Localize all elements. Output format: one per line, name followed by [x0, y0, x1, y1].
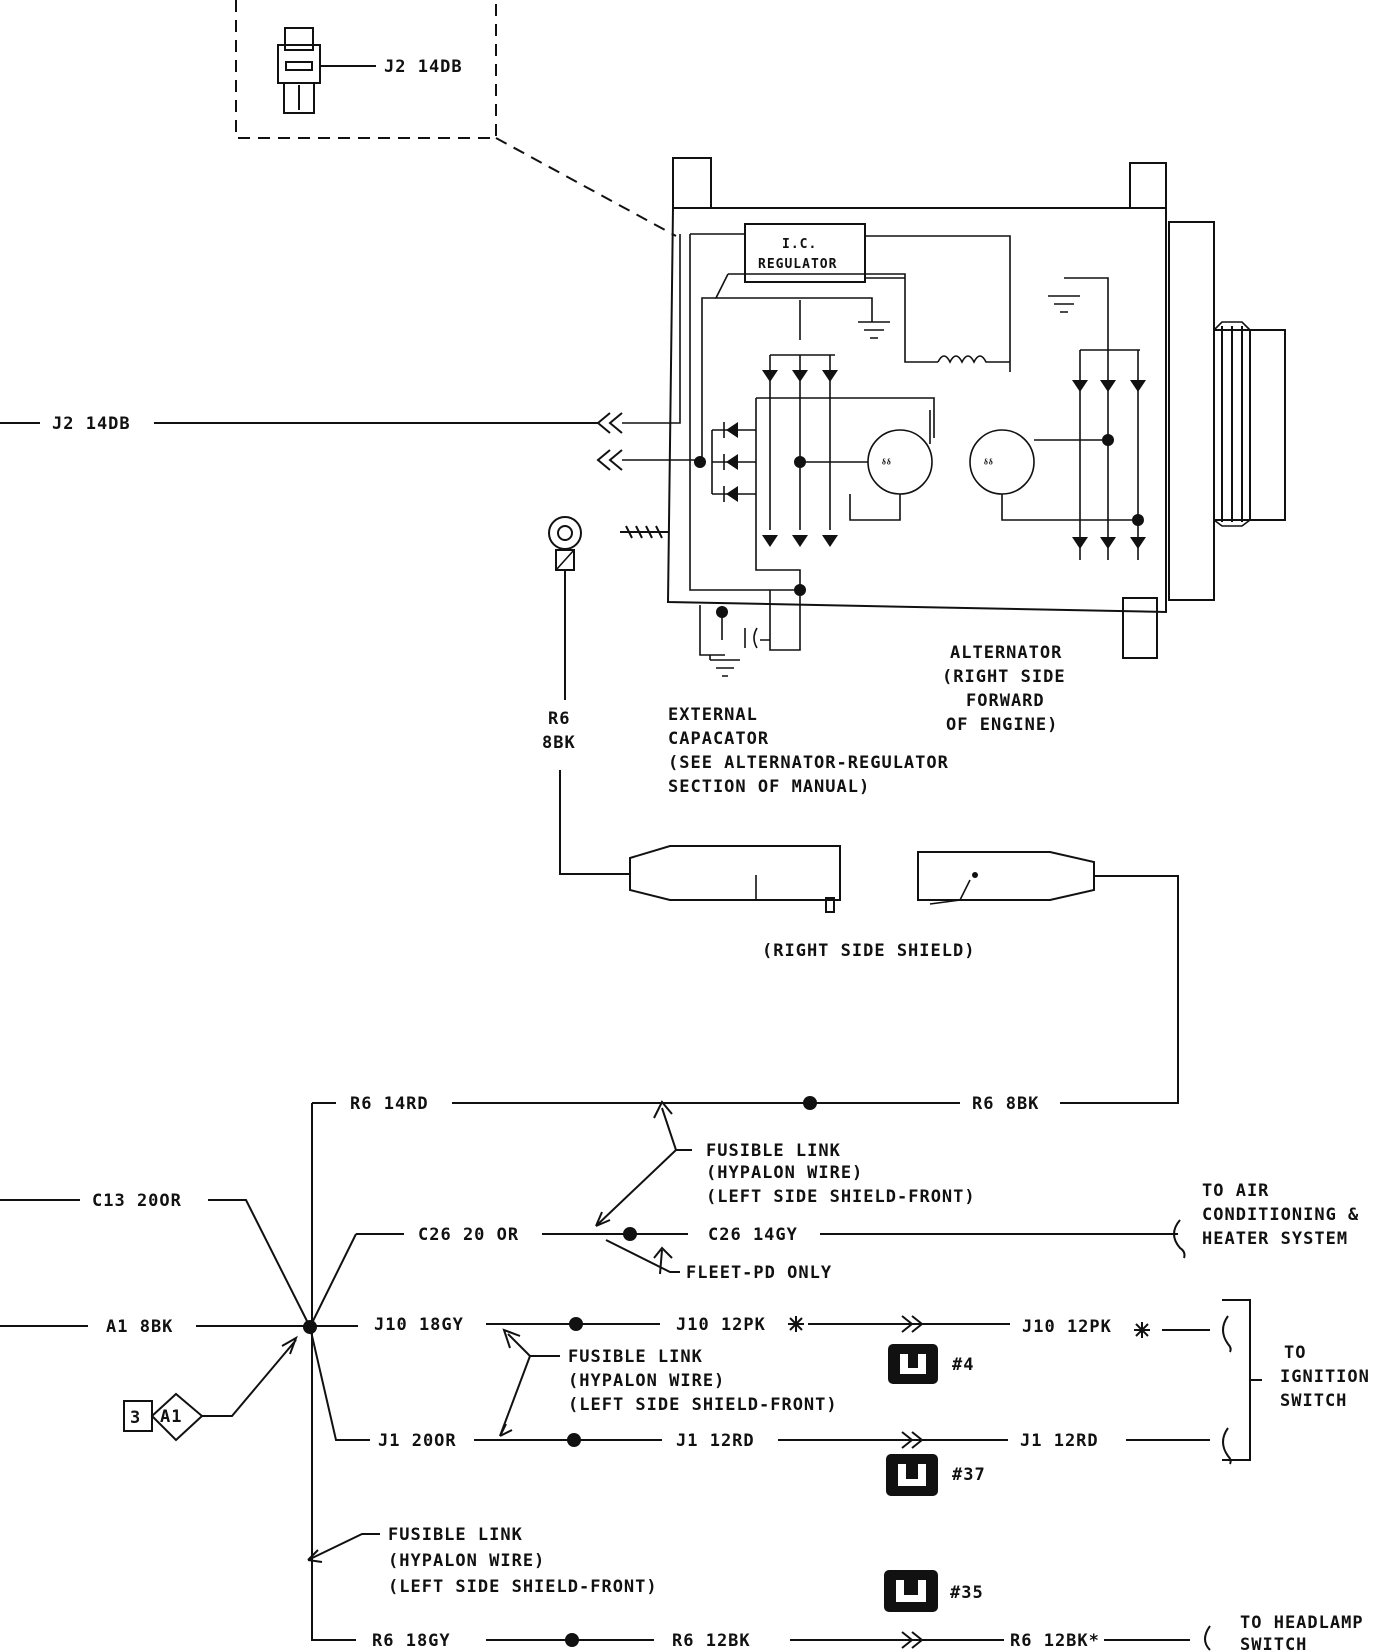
c13-label: C13 20OR — [92, 1191, 182, 1211]
r6-8bk-right-label: R6 8BK — [972, 1094, 1039, 1114]
r6-12bk-right-label: R6 12BK* — [1010, 1631, 1100, 1651]
to-headlamp-1: TO HEADLAMP — [1240, 1613, 1364, 1633]
fusible-link-1-c: (LEFT SIDE SHIELD-FRONT) — [706, 1187, 976, 1207]
ref-3-label: 3 — [130, 1408, 141, 1428]
j2-input-wire: J2 14DB — [0, 234, 700, 471]
fusible-link-3-c: (LEFT SIDE SHIELD-FRONT) — [388, 1577, 658, 1597]
to-ac-1: TO AIR — [1202, 1181, 1269, 1201]
alt-label-2: (RIGHT SIDE — [942, 667, 1066, 687]
alt-label-4: OF ENGINE) — [946, 715, 1058, 735]
alt-label-1: ALTERNATOR — [950, 643, 1062, 663]
connector-badge-37: #37 — [886, 1454, 986, 1496]
ext-cap-4: SECTION OF MANUAL) — [668, 777, 870, 797]
connector-inset: J2 14DB — [235, 0, 677, 237]
stator-right-coil: ᵟᵟ — [984, 457, 994, 472]
c26-14gy-label: C26 14GY — [708, 1225, 798, 1245]
to-ac-2: CONDITIONING & — [1202, 1205, 1359, 1225]
shield-connectors — [629, 845, 1179, 1104]
r6-8bk-label-2: 8BK — [542, 733, 576, 753]
fusible-link-3-a: FUSIBLE LINK — [388, 1525, 523, 1545]
stator-left-coil: ᵟᵟ — [882, 457, 892, 472]
j2-left-label: J2 14DB — [52, 414, 131, 434]
regulator-label-1: I.C. — [782, 237, 817, 252]
to-ac-3: HEATER SYSTEM — [1202, 1229, 1348, 1249]
to-headlamp-2: SWITCH — [1240, 1635, 1307, 1652]
ext-cap-2: CAPACATOR — [668, 729, 769, 749]
ext-cap-3: (SEE ALTERNATOR-REGULATOR — [668, 753, 949, 773]
alternator: I.C. REGULATOR ᵟᵟ ᵟᵟ — [666, 157, 1286, 677]
ground-eyelet: R6 8BK — [542, 516, 668, 875]
fusible-link-1-a: FUSIBLE LINK — [706, 1141, 841, 1161]
ext-cap-1: EXTERNAL — [668, 705, 758, 725]
r6-18gy-label: R6 18GY — [372, 1631, 451, 1651]
connector-badge-35: #35 — [884, 1570, 984, 1612]
to-ignition-3: SWITCH — [1280, 1391, 1347, 1411]
j1-20or-label: J1 20OR — [378, 1431, 457, 1451]
r6-14rd-label: R6 14RD — [350, 1094, 429, 1114]
to-ignition-1: TO — [1284, 1343, 1306, 1363]
fusible-link-2-c: (LEFT SIDE SHIELD-FRONT) — [568, 1395, 838, 1415]
j1-12rd-right-label: J1 12RD — [1020, 1431, 1099, 1451]
connector-badge-4: #4 — [888, 1344, 974, 1384]
badge-37-label: #37 — [952, 1465, 986, 1485]
j10-12pk-label: J10 12PK — [676, 1315, 766, 1335]
a1-label: A1 8BK — [106, 1317, 173, 1337]
ref-a1-label: A1 — [160, 1407, 182, 1427]
a1-reference: 3 A1 — [123, 1335, 298, 1442]
r6-12bk-label: R6 12BK — [672, 1631, 751, 1651]
fleet-pd-label: FLEET-PD ONLY — [686, 1263, 832, 1283]
regulator-label-2: REGULATOR — [758, 257, 837, 272]
badge-35-label: #35 — [950, 1583, 984, 1603]
j10-18gy-label: J10 18GY — [374, 1315, 464, 1335]
j10-12pk-right-label: J10 12PK — [1022, 1317, 1112, 1337]
fusible-link-1-b: (HYPALON WIRE) — [706, 1163, 863, 1183]
to-ignition-2: IGNITION — [1280, 1367, 1370, 1387]
c26-20or-label: C26 20 OR — [418, 1225, 519, 1245]
right-shield-label: (RIGHT SIDE SHIELD) — [762, 941, 975, 961]
j1-12rd-label: J1 12RD — [676, 1431, 755, 1451]
alt-label-3: FORWARD — [966, 691, 1045, 711]
fusible-link-2-b: (HYPALON WIRE) — [568, 1371, 725, 1391]
r6-8bk-label-1: R6 — [548, 709, 570, 729]
main-splice — [0, 1102, 370, 1641]
inset-connector-label: J2 14DB — [384, 57, 463, 77]
fusible-link-2-a: FUSIBLE LINK — [568, 1347, 703, 1367]
fusible-link-3-b: (HYPALON WIRE) — [388, 1551, 545, 1571]
badge-4-label: #4 — [952, 1355, 974, 1375]
